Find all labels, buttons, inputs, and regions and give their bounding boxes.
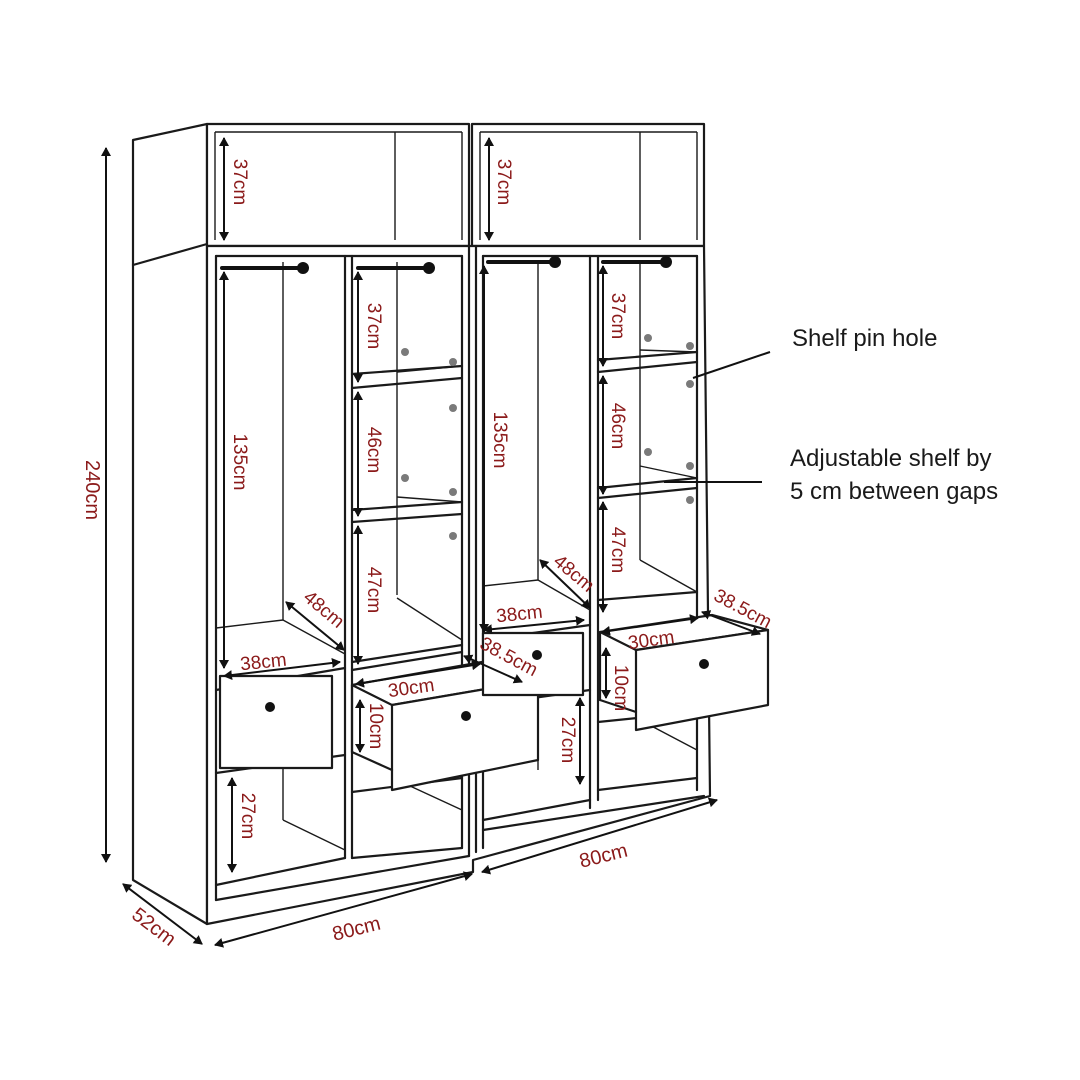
hanging-rods <box>220 256 672 274</box>
dim-bottom-left: 27cm <box>237 793 258 839</box>
dim-shelf3-right: 47cm <box>607 527 628 573</box>
callout-line-pin-hole <box>692 351 771 379</box>
dimension-arrows <box>101 137 761 948</box>
dim-shelf2-left: 46cm <box>363 427 384 473</box>
dim-width-inner-left: 38cm <box>239 650 287 676</box>
dim-shelf1-left: 37cm <box>363 303 384 349</box>
main-body <box>205 244 712 926</box>
dim-shelf2-right: 46cm <box>607 403 628 449</box>
dim-bottom-right: 27cm <box>557 717 578 763</box>
dim-depth: 52cm <box>127 904 179 951</box>
label-adjustable-line2: 5 cm between gaps <box>790 478 998 505</box>
dim-total-height: 240cm <box>81 460 103 520</box>
label-adjustable-line1: Adjustable shelf by <box>790 445 991 472</box>
dim-hang-right: 135cm <box>489 411 510 468</box>
dim-drawer-height-left: 10cm <box>365 703 386 749</box>
dim-width-inner-right: 38cm <box>495 602 543 628</box>
dim-width-left: 80cm <box>330 913 383 946</box>
drawer-left-closed <box>218 674 334 770</box>
dim-drawer-height-right: 10cm <box>610 665 631 711</box>
dim-shelf1-right: 37cm <box>607 293 628 339</box>
dim-top-left: 37cm <box>229 159 250 205</box>
dim-width-right: 80cm <box>577 840 630 873</box>
dim-hang-left: 135cm <box>229 433 250 490</box>
dim-shelf3-left: 47cm <box>363 567 384 613</box>
shelf-pin-holes <box>401 334 694 540</box>
side-panel <box>131 122 209 926</box>
label-shelf-pin-hole: Shelf pin hole <box>792 325 937 352</box>
dim-top-right: 37cm <box>493 159 514 205</box>
